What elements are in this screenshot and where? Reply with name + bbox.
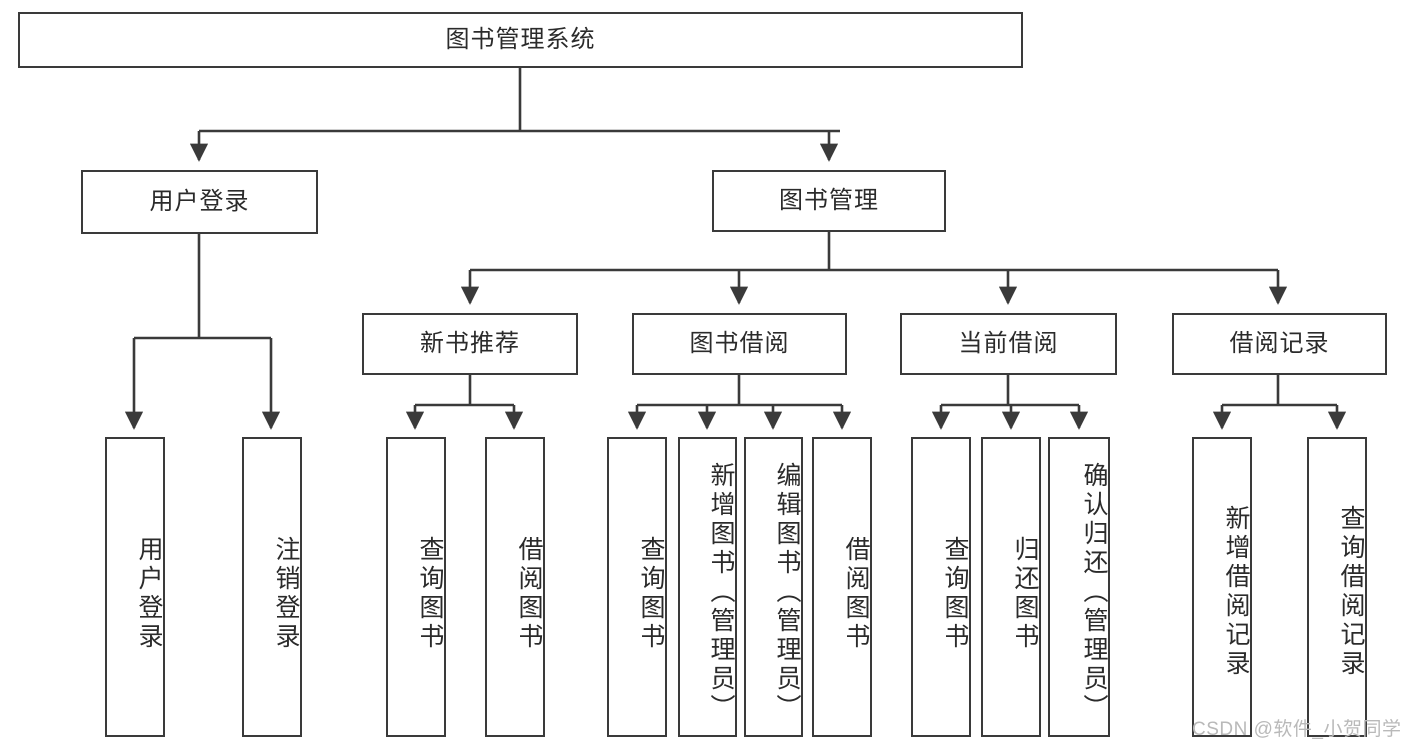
- node-current-borrow[interactable]: 当前借阅: [900, 313, 1117, 375]
- node-leaf-add-record[interactable]: 新增借阅记录: [1192, 437, 1252, 737]
- node-leaf-query-book-1[interactable]: 查询图书: [386, 437, 446, 737]
- node-label: 注销登录: [272, 536, 300, 652]
- node-leaf-edit-book[interactable]: 编辑图书（管理员）: [744, 437, 803, 737]
- node-label: 查询借阅记录: [1337, 505, 1365, 679]
- node-leaf-user-login[interactable]: 用户登录: [105, 437, 165, 737]
- node-leaf-query-book-3[interactable]: 查询图书: [911, 437, 971, 737]
- node-label: 新增借阅记录: [1222, 505, 1250, 679]
- node-book-manage[interactable]: 图书管理: [712, 170, 946, 232]
- node-leaf-add-book[interactable]: 新增图书（管理员）: [678, 437, 737, 737]
- node-label: 查询图书: [941, 536, 969, 652]
- csdn-watermark: CSDN @软件_小贺同学: [1192, 719, 1402, 740]
- node-leaf-return-book[interactable]: 归还图书: [981, 437, 1041, 737]
- node-leaf-query-record[interactable]: 查询借阅记录: [1307, 437, 1367, 737]
- node-label: 借阅图书: [515, 536, 543, 652]
- node-label: 图书管理: [779, 186, 879, 214]
- node-label: 借阅图书: [842, 536, 870, 652]
- node-leaf-borrow-book-1[interactable]: 借阅图书: [485, 437, 545, 737]
- node-label: 编辑图书（管理员）: [773, 461, 801, 723]
- node-label: 借阅记录: [1229, 329, 1330, 357]
- node-label: 图书管理系统: [445, 25, 596, 53]
- node-label: 新书推荐: [420, 329, 520, 357]
- node-root-system[interactable]: 图书管理系统: [18, 12, 1023, 68]
- node-label: 查询图书: [637, 536, 665, 652]
- node-leaf-borrow-book-2[interactable]: 借阅图书: [812, 437, 872, 737]
- node-label: 确认归还（管理员）: [1080, 461, 1108, 723]
- node-leaf-logout-login[interactable]: 注销登录: [242, 437, 302, 737]
- node-new-book-recommend[interactable]: 新书推荐: [362, 313, 578, 375]
- node-label: 图书借阅: [689, 329, 790, 357]
- node-label: 新增图书（管理员）: [707, 461, 735, 723]
- node-label: 用户登录: [149, 187, 250, 215]
- node-book-borrow[interactable]: 图书借阅: [632, 313, 847, 375]
- node-leaf-query-book-2[interactable]: 查询图书: [607, 437, 667, 737]
- node-label: 归还图书: [1011, 536, 1039, 652]
- node-borrow-record[interactable]: 借阅记录: [1172, 313, 1387, 375]
- node-label: 用户登录: [135, 536, 163, 652]
- node-label: 当前借阅: [958, 329, 1059, 357]
- node-leaf-confirm-return[interactable]: 确认归还（管理员）: [1048, 437, 1110, 737]
- node-label: 查询图书: [416, 536, 444, 652]
- node-user-login[interactable]: 用户登录: [81, 170, 318, 234]
